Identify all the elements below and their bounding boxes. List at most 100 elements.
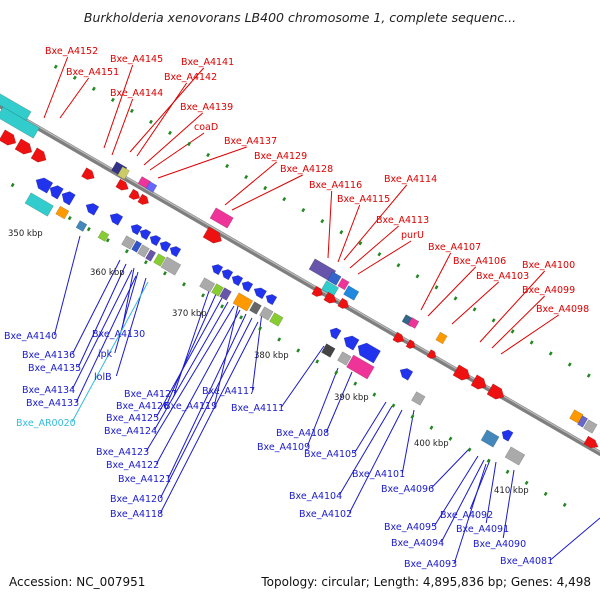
scale-tick	[353, 381, 358, 386]
gene-label: Bxe_A4106	[453, 256, 506, 267]
gene-grey-shape	[504, 446, 526, 466]
gene-label: Bxe_A4119	[164, 401, 217, 412]
gene-label: Bxe_A4140	[4, 331, 57, 342]
gene-pink-shape	[407, 317, 420, 329]
gene-cyan	[321, 280, 339, 297]
gene-grey-shape	[121, 235, 136, 250]
gene-grey-shape	[137, 244, 150, 258]
gene-blue-rev-shape	[109, 213, 124, 226]
leader-line	[43, 56, 69, 119]
scale-tick	[110, 97, 115, 102]
gene-green	[211, 283, 224, 297]
gene-label: Bxe_A4151	[66, 67, 119, 78]
gene-pink	[346, 354, 375, 380]
leader-line	[348, 409, 403, 514]
gene-steel-shape	[75, 220, 88, 232]
gene-label: Bxe_A4136	[22, 350, 75, 361]
leader-line	[71, 281, 149, 423]
scale-tick	[277, 337, 282, 342]
scale-tick	[244, 174, 249, 180]
gene-label: Bxe_A4145	[110, 54, 163, 65]
map-title: Burkholderia xenovorans LB400 chromosome…	[83, 10, 517, 25]
gene-grey	[137, 244, 150, 258]
gene-label: Bxe_A4105	[304, 449, 357, 460]
scale-tick	[263, 185, 268, 191]
gene-purple	[145, 249, 157, 262]
gene-blue	[327, 271, 342, 286]
gene-pink-shape	[346, 354, 375, 380]
kbp-label: 400 kbp	[414, 439, 449, 449]
gene-label: Bxe_A4135	[28, 363, 81, 374]
gene-green-shape	[211, 283, 224, 297]
scale-tick	[129, 108, 134, 114]
gene-label: Bxe_A4144	[110, 88, 163, 99]
gene-blue-rev	[49, 185, 64, 200]
gene-label: Bxe_A4081	[500, 556, 553, 567]
gene-blue-rev	[61, 191, 76, 206]
gene-blue-rev-shape	[169, 246, 182, 258]
scale-tick	[220, 304, 225, 309]
scale-tick	[334, 370, 339, 375]
leader-line	[121, 267, 135, 329]
gene-yellow-shape	[117, 166, 130, 180]
gene-grey-shape	[160, 256, 182, 276]
gene-red	[115, 178, 129, 191]
leader-line	[453, 463, 487, 564]
leader-line	[479, 270, 546, 343]
kbp-label: 390 kbp	[334, 393, 369, 403]
leader-line	[149, 132, 205, 171]
leader-line	[53, 235, 81, 336]
scale-tick	[391, 403, 396, 408]
gene-blue-rev-shape	[159, 241, 172, 253]
gene-blue-rev-shape	[149, 235, 162, 247]
gene-label: Bxe_A4098	[536, 304, 589, 315]
gene-red	[470, 374, 487, 390]
gene-red-shape	[128, 188, 140, 200]
scale-tick	[320, 219, 325, 224]
gene-label: Bxe_A4093	[404, 559, 457, 570]
gene-blue-rev	[343, 335, 360, 351]
gene-label: Bxe_A4126	[116, 401, 169, 412]
scale-tick	[301, 207, 306, 213]
gene-red	[14, 138, 33, 155]
scale-tick	[239, 315, 244, 320]
leader-line	[431, 447, 471, 489]
leader-line	[427, 266, 477, 317]
leader-line	[103, 64, 134, 149]
gene-cyan-2	[0, 91, 32, 121]
leader-line	[440, 459, 485, 543]
gene-green-shape	[269, 312, 284, 327]
scale-tick	[206, 152, 211, 158]
gene-label: Bxe_A4133	[26, 398, 79, 409]
leader-line	[343, 184, 408, 261]
gene-label: Bxe_A4096	[381, 484, 434, 495]
gene-red	[486, 383, 505, 400]
gene-label: Bxe_A4092	[440, 510, 493, 521]
gene-purple	[219, 287, 232, 301]
kbp-label: 410 kbp	[494, 486, 529, 496]
gene-pink-shape	[337, 277, 350, 291]
scale-tick	[315, 359, 320, 364]
gene-steel	[75, 220, 88, 232]
scale-tick	[86, 227, 91, 232]
leader-line	[155, 297, 223, 418]
leader-line	[159, 317, 253, 499]
gene-orange-shape	[232, 292, 254, 312]
scale-tick	[53, 64, 58, 69]
scale-tick	[105, 238, 110, 243]
gene-label: Bxe_A4111	[231, 403, 284, 414]
leader-line	[500, 314, 559, 355]
gene-label: Bxe_A4129	[254, 151, 307, 162]
gene-label: Bxe_AR0020	[16, 418, 76, 429]
gene-orange-shape	[435, 331, 448, 345]
leader-line	[59, 77, 90, 119]
gene-pink	[337, 277, 350, 291]
kbp-label: 370 kbp	[172, 309, 207, 319]
scale-tick	[448, 436, 453, 441]
scale-tick	[339, 230, 344, 235]
gene-green	[269, 312, 284, 327]
gene-purple-shape	[219, 287, 232, 301]
leader-line	[75, 275, 137, 403]
scale-tick	[410, 414, 415, 419]
